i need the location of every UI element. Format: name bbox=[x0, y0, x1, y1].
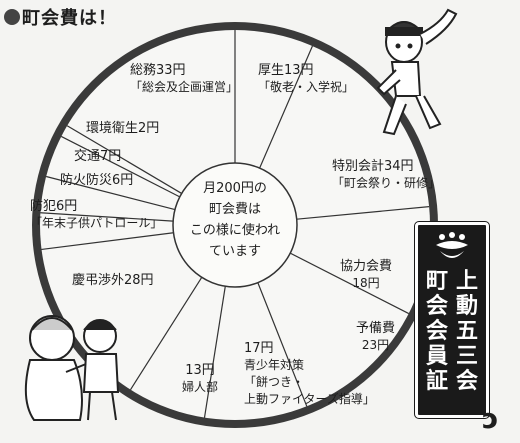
center-line: この様に使われ bbox=[189, 223, 281, 238]
pie-slice-divider bbox=[41, 232, 174, 251]
elder-and-child-illustration bbox=[24, 315, 120, 421]
slice-label: 協力会費 18円 bbox=[340, 258, 392, 292]
center-line: 月200円の bbox=[203, 181, 267, 196]
pie-slice-divider bbox=[45, 175, 176, 211]
slice-label: 防火防災6円 bbox=[60, 172, 133, 189]
slice-label-main: 総務33円 bbox=[130, 63, 186, 78]
slice-label: 13円婦人部 bbox=[182, 362, 218, 396]
pie-slice-divider bbox=[40, 212, 174, 222]
pie-slice-divider bbox=[130, 277, 203, 390]
slice-label: 環境衛生2円 bbox=[86, 120, 159, 137]
slice-label-sub: 「年末子供パトロール」 bbox=[30, 216, 163, 230]
slice-label: 総務33円「総会及企画運営」 bbox=[130, 62, 238, 96]
slice-label-main: 13円 bbox=[185, 363, 215, 378]
slice-label-sub: 婦人部 bbox=[182, 380, 219, 394]
pie-slice-divider bbox=[66, 125, 182, 194]
pie-slice-divider bbox=[259, 45, 313, 169]
pie-slice-divider bbox=[296, 206, 430, 220]
slice-label-main: 環境衛生2円 bbox=[86, 121, 160, 136]
pie-slice-divider bbox=[257, 282, 308, 407]
membership-card: 上動五三会 町会会員証 bbox=[414, 221, 490, 419]
slice-label-sub: 18円 bbox=[352, 276, 380, 290]
slice-label-main: 予備費 bbox=[356, 321, 396, 336]
card-text-right: 上動五三会 bbox=[455, 269, 478, 394]
pie-slice-divider bbox=[203, 286, 226, 418]
page-title-text: 町会費は！ bbox=[22, 8, 117, 29]
slice-label-main: 防犯6円 bbox=[30, 199, 78, 214]
slice-label-main: 厚生13円 bbox=[258, 63, 314, 78]
slice-label-sub: 青少年対策 bbox=[244, 358, 305, 372]
page-title: 町会費は！ bbox=[4, 4, 117, 30]
slice-label-main: 交通7円 bbox=[74, 149, 122, 164]
slice-label: 17円青少年対策「餅つき・上動ファイターズ指導」 bbox=[244, 340, 375, 408]
paulownia-crest-icon bbox=[436, 232, 468, 258]
pie-slice-divider bbox=[289, 252, 410, 315]
bullet-dot-icon bbox=[4, 9, 20, 25]
slice-label-sub: 「敬老・入学祝」 bbox=[258, 80, 355, 94]
pie-slice-divider bbox=[60, 135, 181, 198]
slice-label-sub: 「餅つき・ bbox=[244, 375, 305, 389]
stretching-child-illustration bbox=[376, 8, 458, 136]
center-line: 町会費は bbox=[208, 202, 261, 217]
slice-label-main: 協力会費 bbox=[340, 259, 393, 274]
pie-center-circle bbox=[172, 162, 298, 288]
slice-label: 慶弔渉外28円 bbox=[72, 272, 154, 289]
center-line: ています bbox=[208, 244, 261, 259]
slice-label-sub: 「総会及企画運営」 bbox=[130, 80, 239, 94]
corner-swirl-icon: ↄ bbox=[482, 402, 499, 435]
pie-center-text: 月200円の 町会費は この様に使われ ています bbox=[180, 178, 290, 262]
slice-label-main: 防火防災6円 bbox=[60, 173, 134, 188]
slice-label-main: 特別会計34円 bbox=[332, 159, 414, 174]
slice-label: 厚生13円「敬老・入学祝」 bbox=[258, 62, 354, 96]
slice-label: 特別会計34円「町会祭り・研修」 bbox=[332, 158, 440, 192]
slice-label: 予備費 23円 bbox=[356, 320, 395, 354]
card-text-left: 町会会員証 bbox=[425, 269, 448, 394]
slice-label-sub: 23円 bbox=[361, 338, 390, 352]
slice-label-sub: 上動ファイターズ指導」 bbox=[244, 392, 375, 406]
slice-label: 防犯6円「年末子供パトロール」 bbox=[30, 198, 162, 232]
slice-label-main: 慶弔渉外28円 bbox=[72, 273, 154, 288]
slice-label-sub: 「町会祭り・研修」 bbox=[332, 176, 441, 190]
slice-label-main: 17円 bbox=[244, 341, 274, 356]
slice-label: 交通7円 bbox=[74, 148, 121, 165]
